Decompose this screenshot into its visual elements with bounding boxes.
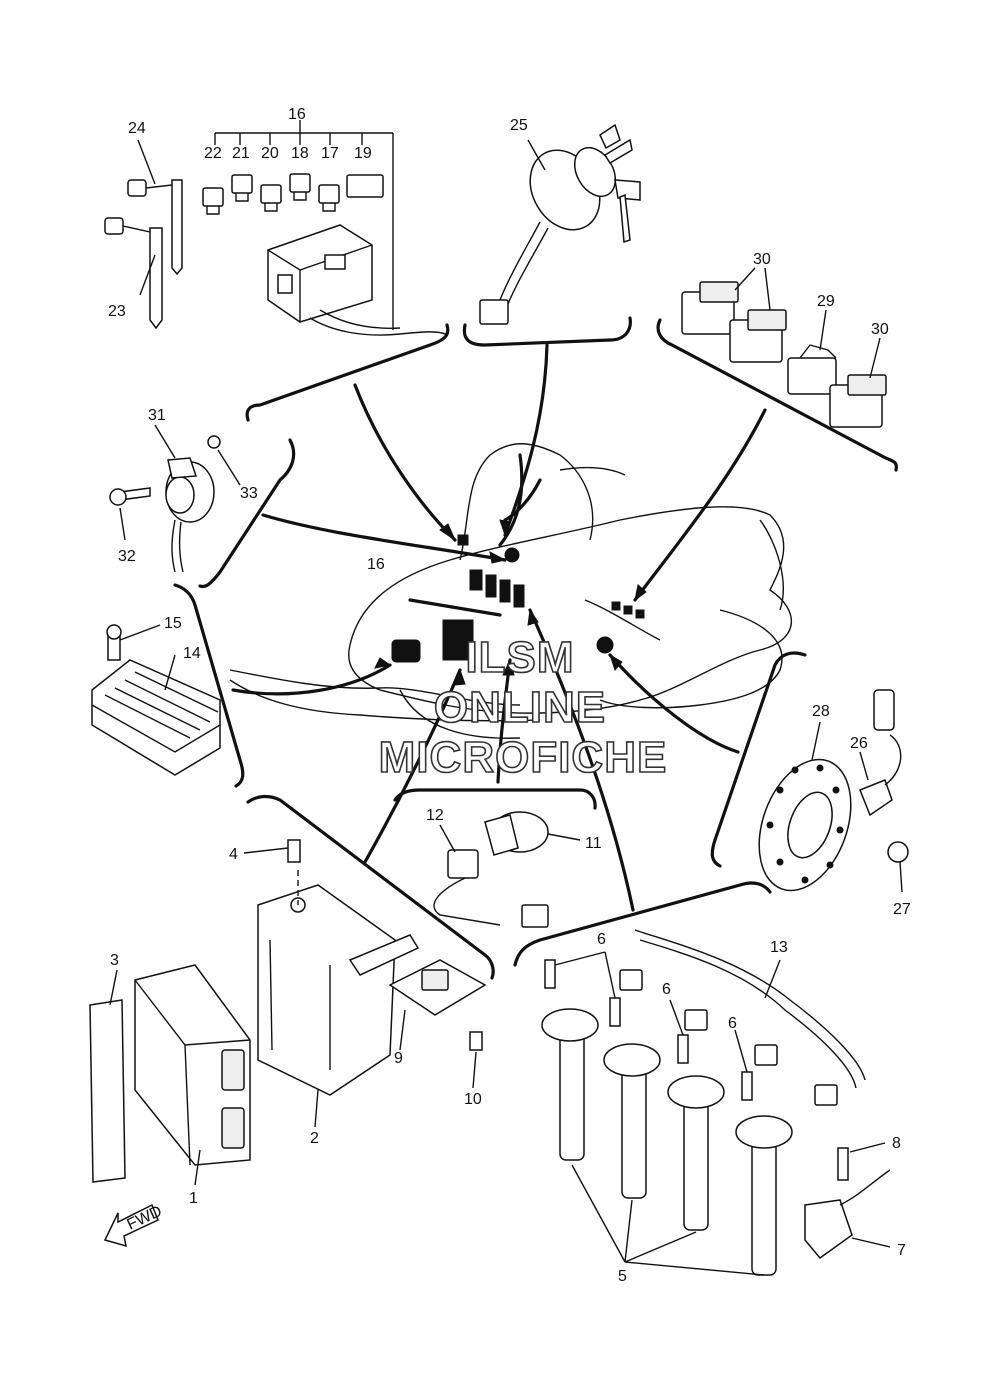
connector-12 [447, 849, 479, 879]
callout-21: 21 [232, 145, 250, 162]
fuse-19 [346, 174, 384, 198]
bolt-4 [287, 839, 301, 863]
sensor-31-group [109, 424, 241, 573]
callout-8: 8 [892, 1135, 901, 1152]
relay-29 [787, 357, 837, 395]
callout-14: 14 [183, 645, 201, 662]
callout-labels: 1 2 3 4 5 6 6 6 6 7 8 9 10 11 12 13 14 1… [108, 106, 911, 1285]
callout-31: 31 [148, 407, 166, 424]
callout-2: 2 [310, 1130, 319, 1147]
callout-29: 29 [817, 293, 835, 310]
callout-15: 15 [164, 615, 182, 632]
callout-26: 26 [850, 735, 868, 752]
callout-20: 20 [261, 145, 279, 162]
callout-23: 23 [108, 303, 126, 320]
watermark-line-2: ONLINE [434, 683, 606, 732]
callout-27: 27 [893, 901, 911, 918]
sensor-26 [859, 779, 893, 817]
ignition-coil-5-c [667, 1075, 725, 1231]
watermark: ILSM ONLINE MICROFICHE [378, 632, 668, 783]
bolt-6-b [609, 997, 621, 1027]
callout-28: 28 [812, 703, 830, 720]
ignition-coil-group [541, 929, 891, 1276]
rectifier-regulator-14 [91, 659, 221, 776]
watermark-line-3: MICROFICHE [379, 733, 668, 782]
fuse-17 [318, 184, 340, 204]
callout-11: 11 [585, 835, 602, 852]
fuse-box-assembly [202, 120, 448, 336]
callout-17: 17 [321, 145, 339, 162]
group-brackets [173, 316, 898, 980]
ecu-group [89, 839, 487, 1186]
bolt-6-c [677, 1034, 689, 1064]
fwd-label: FWD [125, 1203, 165, 1234]
grommet-27 [887, 841, 909, 863]
bracket-2 [257, 884, 396, 1096]
callout-18: 18 [291, 145, 309, 162]
cable-tie-23 [149, 227, 163, 330]
watermark-line-1: ILSM [465, 633, 574, 682]
bolt-8 [837, 1147, 849, 1181]
callout-16-b: 16 [367, 556, 385, 573]
group-leader-lines [231, 343, 767, 912]
main-switch-assembly [479, 123, 641, 325]
band-3 [89, 999, 126, 1183]
callout-33: 33 [240, 485, 258, 502]
callout-22: 22 [204, 145, 222, 162]
forward-direction-arrow: FWD [103, 1203, 165, 1248]
callout-32: 32 [118, 548, 136, 565]
callout-7: 7 [897, 1242, 906, 1259]
callout-24: 24 [128, 120, 146, 137]
main-wiring-harness [391, 453, 645, 663]
main-switch-connector [479, 299, 509, 325]
callout-12: 12 [426, 807, 444, 824]
fuse-18 [289, 173, 311, 193]
fuse-box-body [267, 224, 373, 323]
snowmobile-chassis-outline [229, 443, 793, 739]
nut-33 [207, 435, 221, 449]
callout-6-c: 6 [728, 1015, 737, 1032]
callout-5: 5 [618, 1268, 627, 1285]
callout-1: 1 [189, 1190, 198, 1207]
sensor-7 [804, 1199, 853, 1260]
ignition-coil-5-a [541, 1008, 599, 1161]
ignition-coil-5-b [603, 1043, 661, 1199]
callout-9: 9 [394, 1050, 403, 1067]
pickup-group [758, 689, 909, 893]
fuse-20 [260, 184, 282, 204]
bolt-6-d [741, 1071, 753, 1101]
callout-25: 25 [510, 117, 528, 134]
bolt-6-a [544, 959, 556, 989]
bolt-10 [469, 1031, 483, 1051]
rectifier-regulator-group [91, 624, 221, 776]
callout-19: 19 [354, 145, 372, 162]
cable-ties [104, 139, 183, 330]
callout-10: 10 [464, 1091, 482, 1108]
callout-6-a: 6 [597, 931, 606, 948]
callout-30-b: 30 [871, 321, 889, 338]
ignition-coil-5-d [735, 1115, 793, 1276]
callout-6-b: 6 [662, 981, 671, 998]
pressure-switch-group [433, 811, 581, 928]
callout-16-a: 16 [288, 106, 306, 123]
fuse-22 [202, 187, 224, 207]
callout-3: 3 [110, 952, 119, 969]
cable-tie-24 [171, 179, 183, 276]
callout-13: 13 [770, 939, 788, 956]
callout-30-a: 30 [753, 251, 771, 268]
fuse-21 [231, 174, 253, 194]
relay-group [681, 267, 887, 428]
callout-4: 4 [229, 846, 238, 863]
